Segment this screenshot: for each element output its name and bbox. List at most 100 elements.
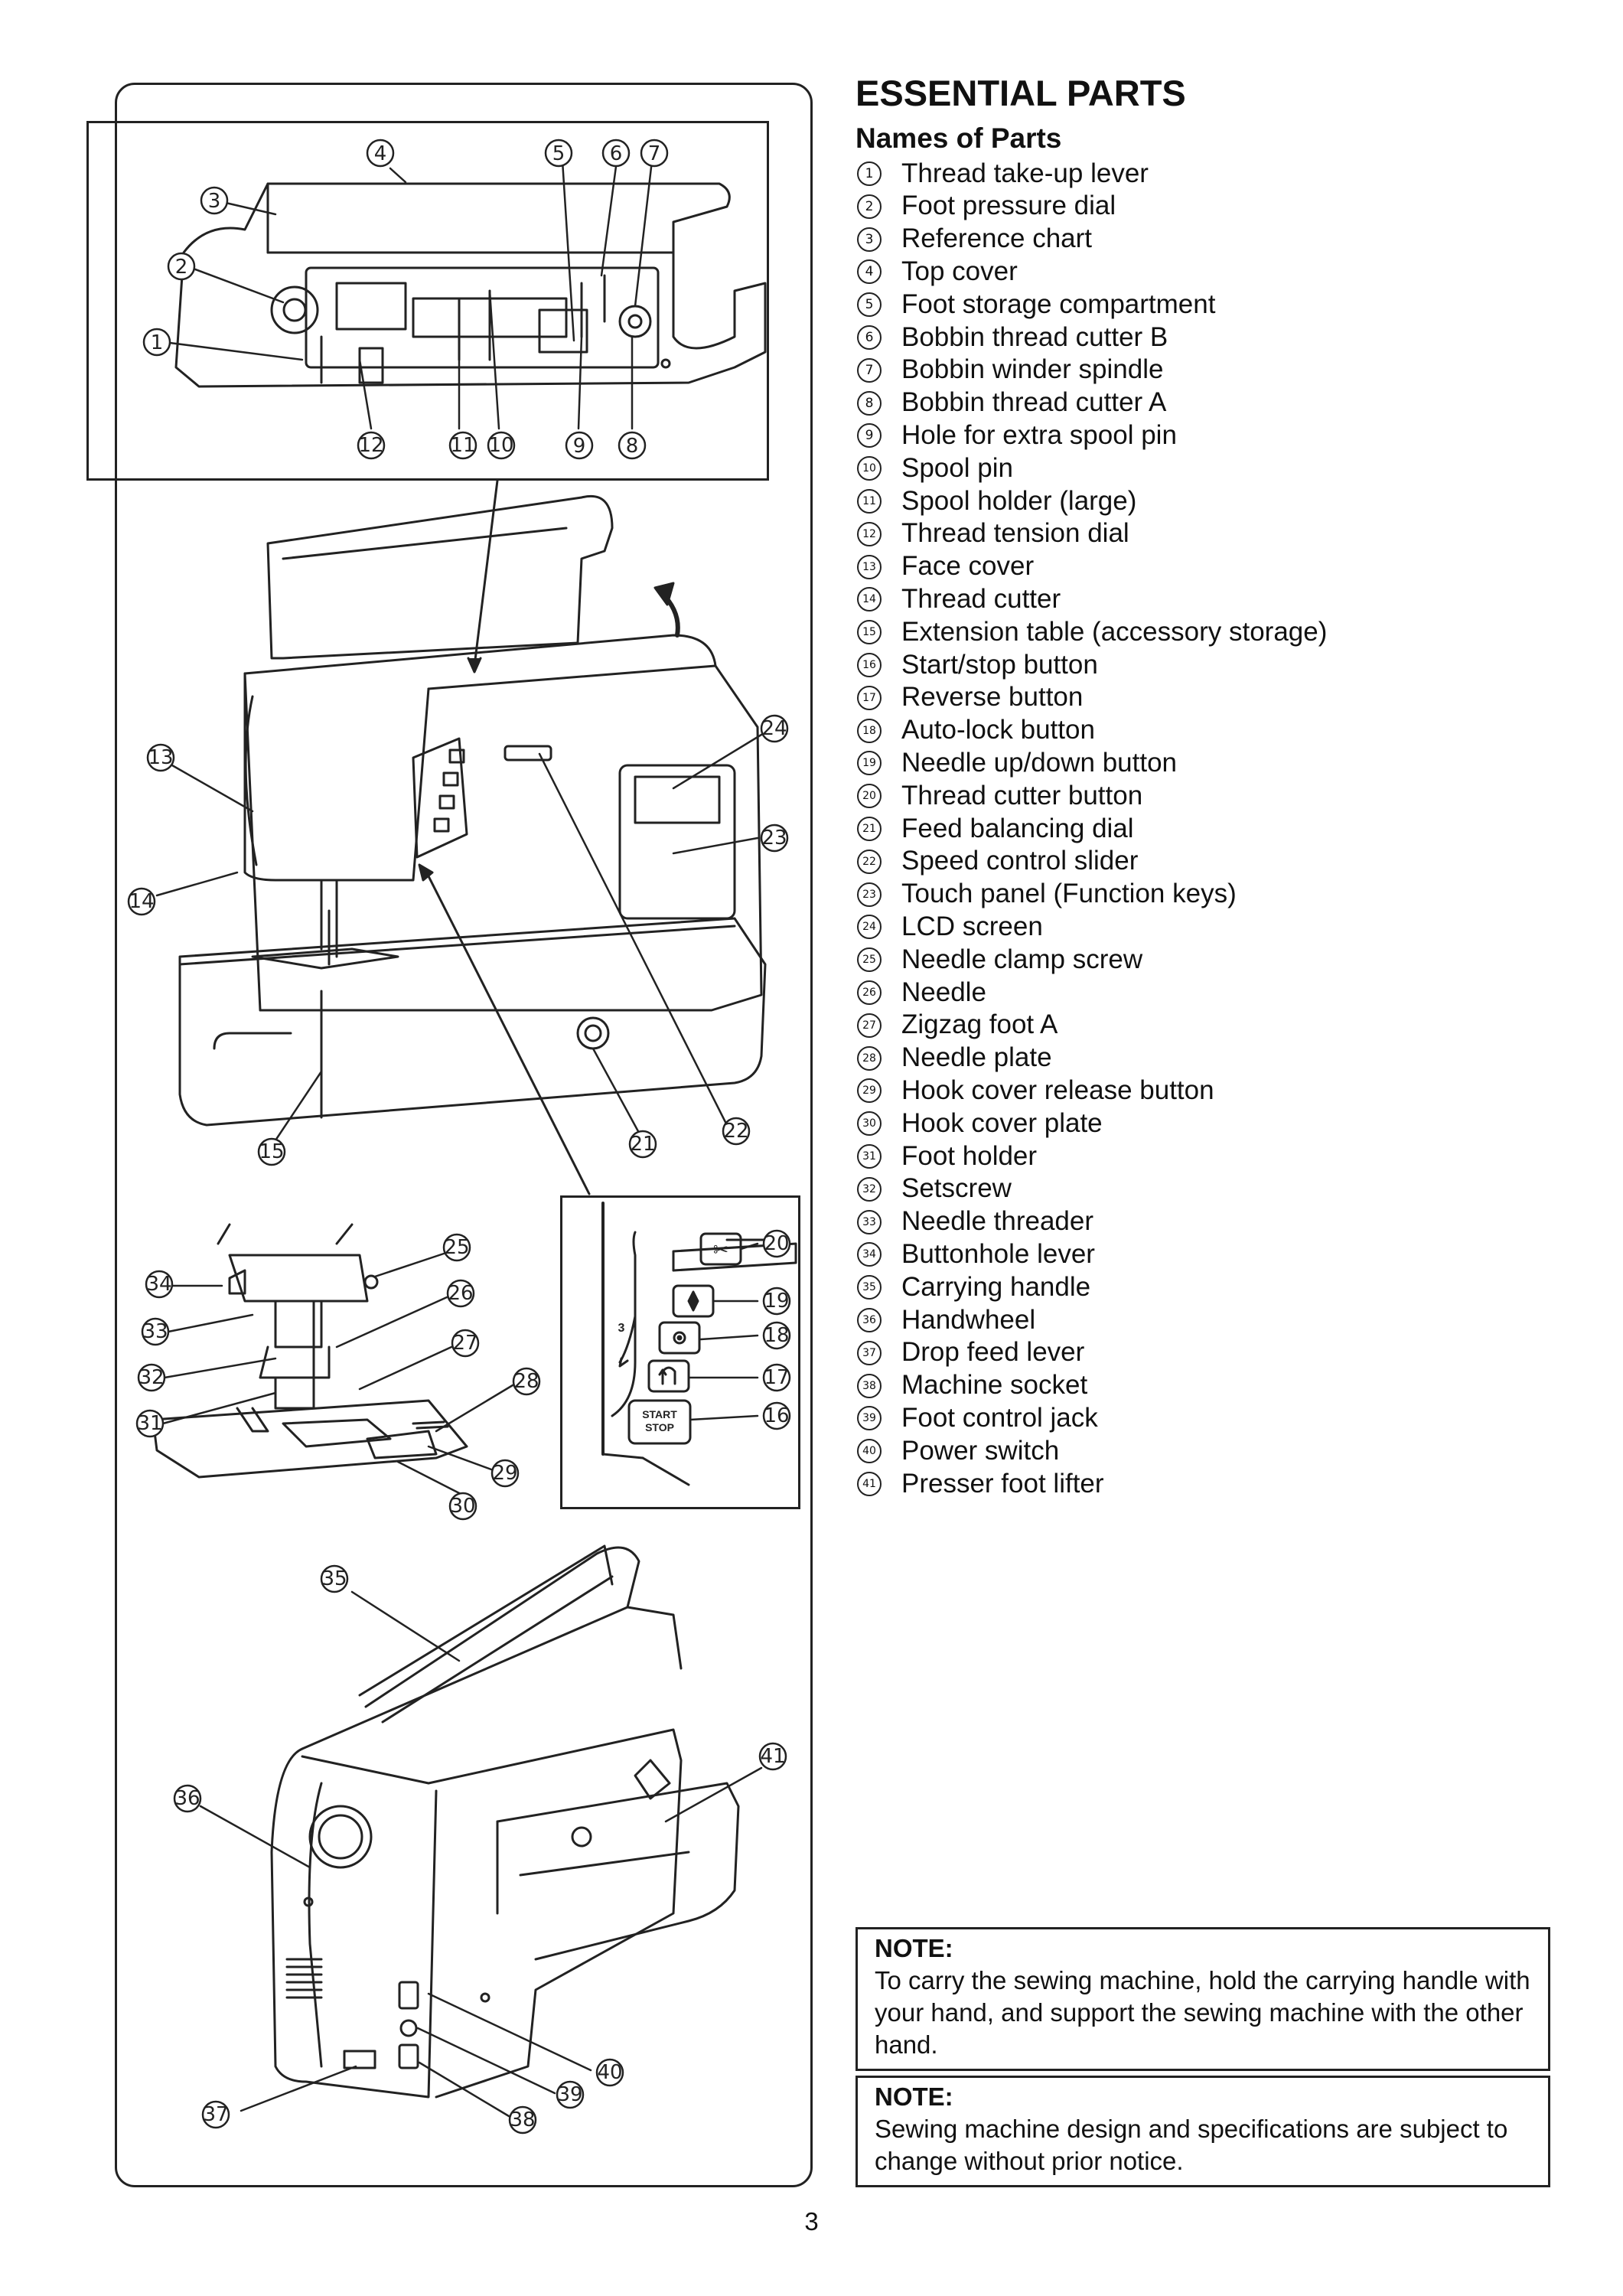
part-number: 9 (857, 423, 882, 448)
part-number: 17 (857, 685, 882, 710)
svg-text:13: 13 (148, 746, 173, 769)
note-text: Sewing machine design and specifications… (875, 2115, 1508, 2175)
part-label: Carrying handle (901, 1271, 1091, 1302)
svg-text:11: 11 (450, 434, 475, 457)
part-label: Hook cover release button (901, 1075, 1214, 1105)
svg-text:21: 21 (630, 1133, 655, 1156)
part-label: Auto-lock button (901, 715, 1095, 745)
part-label: Presser foot lifter (901, 1468, 1104, 1499)
part-label: Spool pin (901, 452, 1013, 483)
illustration-panel (115, 83, 813, 2187)
part-label: Bobbin thread cutter B (901, 321, 1168, 352)
part-number: 35 (857, 1275, 882, 1300)
part-number: 38 (857, 1373, 882, 1398)
svg-text:18: 18 (764, 1324, 789, 1347)
svg-text:15: 15 (259, 1140, 284, 1163)
callout-37: 37 (201, 2100, 230, 2129)
part-item: 35 Carrying handle (855, 1271, 1575, 1304)
callout-1: 1 (142, 328, 171, 357)
part-label: Zigzag foot A (901, 1009, 1058, 1040)
svg-text:23: 23 (761, 827, 787, 850)
part-label: Drop feed lever (901, 1337, 1085, 1368)
svg-text:14: 14 (129, 890, 154, 913)
svg-text:✂: ✂ (713, 1240, 728, 1261)
part-label: Power switch (901, 1435, 1060, 1466)
callout-2: 2 (167, 252, 196, 281)
callout-21: 21 (628, 1130, 657, 1159)
part-number: 1 (857, 161, 882, 187)
inset-reverse-button (647, 1359, 690, 1393)
callout-13: 13 (146, 743, 175, 772)
svg-text:29: 29 (492, 1462, 517, 1485)
part-number: 34 (857, 1242, 882, 1267)
callout-7: 7 (640, 139, 669, 168)
power-switch-drawing (398, 1981, 419, 2010)
part-number: 22 (857, 849, 882, 874)
callout-33: 33 (141, 1317, 170, 1346)
part-label: Speed control slider (901, 846, 1139, 876)
part-item: 2 Foot pressure dial (855, 190, 1575, 223)
svg-text:38: 38 (510, 2108, 535, 2131)
part-label: Foot storage compartment (901, 289, 1216, 319)
svg-text:37: 37 (203, 2103, 228, 2126)
callout-31: 31 (135, 1409, 165, 1438)
part-label: Foot pressure dial (901, 191, 1116, 221)
part-number: 28 (857, 1045, 882, 1071)
part-number: 2 (857, 194, 882, 219)
callout-35: 35 (320, 1564, 349, 1593)
part-label: Setscrew (901, 1173, 1012, 1204)
svg-text:6: 6 (610, 142, 623, 165)
part-item: 28 Needle plate (855, 1042, 1575, 1075)
svg-text:22: 22 (723, 1120, 748, 1143)
callout-4: 4 (366, 139, 395, 168)
part-number: 33 (857, 1209, 882, 1234)
svg-text:4: 4 (374, 142, 387, 165)
part-number: 14 (857, 587, 882, 612)
part-number: 23 (857, 882, 882, 907)
part-number: 24 (857, 915, 882, 940)
svg-text:5: 5 (552, 142, 565, 165)
callout-3: 3 (200, 186, 229, 215)
part-label: Needle (901, 977, 986, 1007)
callout-38: 38 (508, 2105, 537, 2135)
callout-11: 11 (448, 431, 477, 460)
part-item: 22 Speed control slider (855, 845, 1575, 878)
callout-29: 29 (490, 1459, 520, 1488)
callout-34: 34 (145, 1270, 174, 1299)
part-number: 15 (857, 620, 882, 645)
part-label: Buttonhole lever (901, 1238, 1095, 1269)
svg-text:2: 2 (175, 256, 188, 279)
svg-text:28: 28 (513, 1370, 539, 1393)
part-item: 18 Auto-lock button (855, 714, 1575, 747)
svg-text:7: 7 (648, 142, 661, 165)
note-title: NOTE: (875, 1934, 953, 1962)
part-label: Reference chart (901, 223, 1093, 254)
part-number: 37 (857, 1340, 882, 1365)
part-label: Needle plate (901, 1042, 1052, 1073)
svg-text:25: 25 (444, 1236, 469, 1259)
part-label: Extension table (accessory storage) (901, 616, 1328, 647)
part-number: 18 (857, 718, 882, 743)
part-label: Foot holder (901, 1140, 1038, 1171)
callout-40: 40 (595, 2058, 624, 2087)
callout-26: 26 (446, 1279, 475, 1308)
callout-12: 12 (357, 431, 386, 460)
callout-32: 32 (137, 1363, 166, 1392)
part-item: 37 Drop feed lever (855, 1336, 1575, 1369)
